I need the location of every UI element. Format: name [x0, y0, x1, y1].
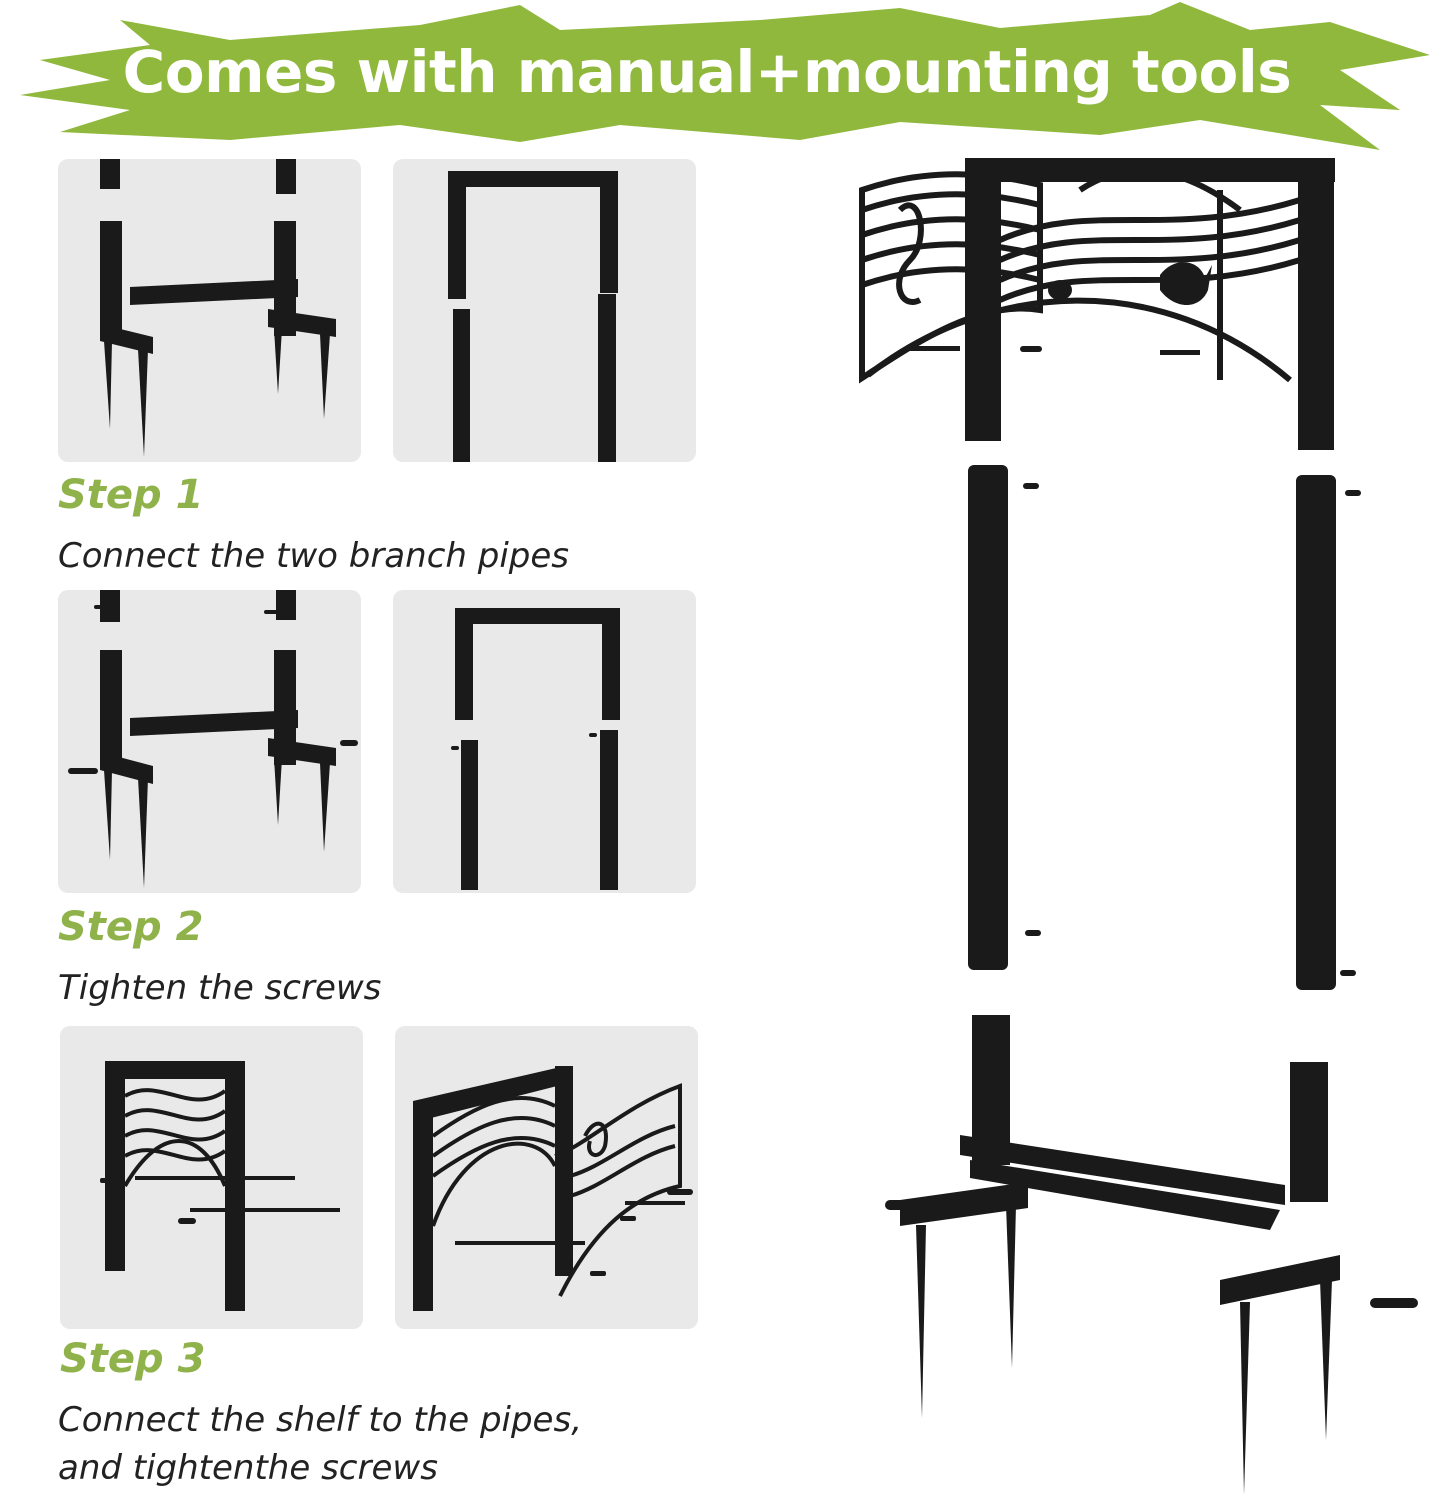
step2-description: Tighten the screws: [58, 968, 382, 1008]
step1-title: Step 1: [58, 472, 204, 518]
step3-description-line1: Connect the shelf to the pipes,: [58, 1400, 582, 1440]
header-banner: Comes with manual+mounting tools: [0, 0, 1442, 160]
step1-frame-illustration: [393, 159, 696, 462]
banner-title: Comes with manual+mounting tools: [122, 38, 1292, 106]
step2-frame-illustration: [393, 590, 696, 893]
step1-stand-illustration: [58, 159, 361, 462]
step3-shelf-assembly-illustration: [395, 1026, 698, 1329]
bottom-stand: [885, 1015, 1418, 1495]
decorative-top-frame: [965, 158, 1335, 450]
step2-title: Step 2: [58, 904, 204, 950]
step2-stand-illustration: [58, 590, 361, 893]
step3-shelf-side-illustration: [60, 1026, 363, 1329]
exploded-assembly-illustration: [840, 150, 1430, 1495]
brush-stroke-background: [20, 2, 1430, 150]
step3-description-line2: and tightenthe screws: [58, 1448, 438, 1488]
step3-title: Step 3: [60, 1336, 206, 1382]
step1-description: Connect the two branch pipes: [58, 536, 569, 576]
middle-pipes: [968, 465, 1361, 990]
